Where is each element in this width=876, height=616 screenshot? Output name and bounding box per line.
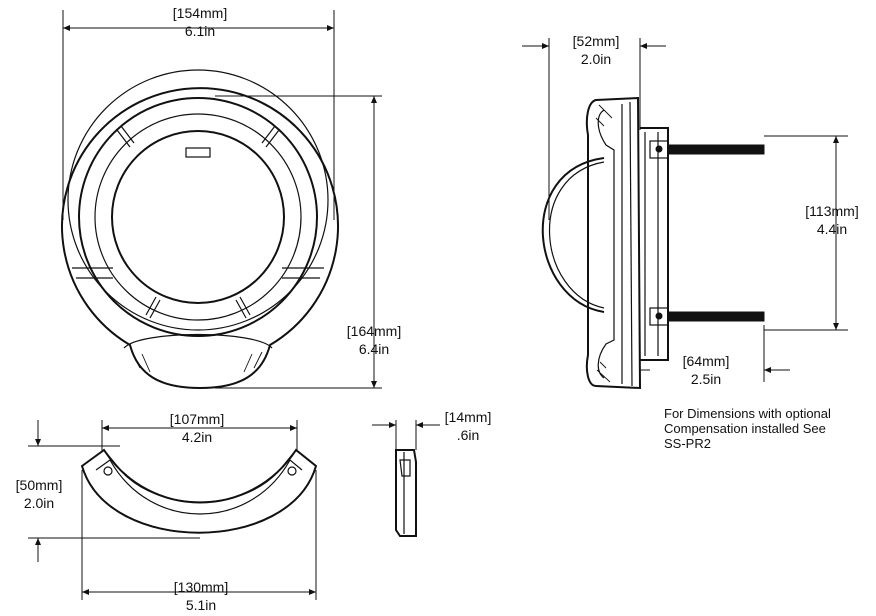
dim-bracket-thickness [372,420,440,450]
dim-side-rear [639,325,790,382]
label-bracket-thickness: 14mm .6in [432,408,504,444]
dim-side-depth [522,38,666,220]
dim-side-dome [764,135,848,331]
label-bracket-inner: 107mm 4.2in [152,410,242,446]
bracket-front-view [80,448,318,534]
compensation-note: For Dimensions with optional Compensatio… [664,406,831,451]
dim-bracket-height [28,420,200,562]
label-side-rear: 64mm 2.5in [666,352,746,388]
label-top-height: 164mm 6.4in [334,322,414,358]
dim-top-width [62,10,335,220]
compass-top-view [61,69,339,390]
bracket-side-view [395,449,417,537]
dim-bracket-inner [101,420,298,452]
label-top-width: 154mm 6.1in [160,4,240,40]
label-bracket-outer: 130mm 5.1in [156,578,246,614]
label-bracket-height: 50mm 2.0in [2,476,76,512]
label-side-depth: 52mm 2.0in [556,32,636,68]
label-side-dome: 113mm 4.4in [790,202,874,238]
compass-side-view [541,96,765,390]
